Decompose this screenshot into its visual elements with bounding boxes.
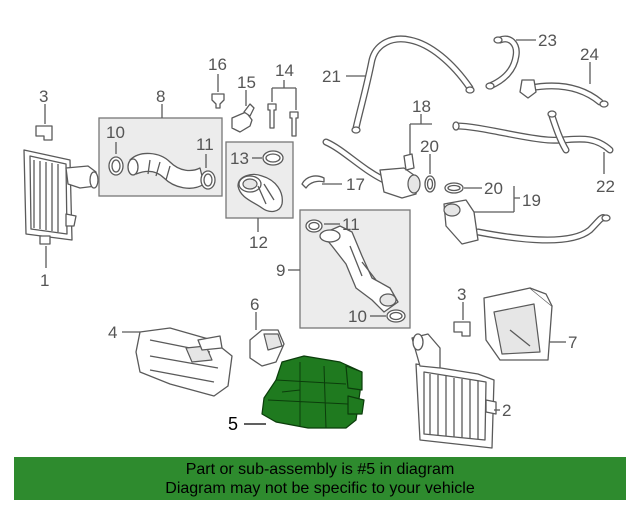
- callout-3b: 3: [457, 285, 466, 304]
- info-banner: Part or sub-assembly is #5 in diagram Di…: [14, 457, 626, 500]
- part-21-hose[interactable]: [351, 35, 475, 134]
- part-18-pipe-assembly[interactable]: [322, 138, 421, 199]
- part-17-pipe-clip[interactable]: [301, 175, 325, 189]
- callout-14: 14: [275, 61, 294, 80]
- leader-18: [409, 114, 432, 154]
- part-15-sensor[interactable]: [231, 103, 255, 133]
- callout-3a: 3: [39, 87, 48, 106]
- callout-1: 1: [40, 271, 49, 290]
- callout-17: 17: [346, 175, 365, 194]
- part-8-hose[interactable]: [127, 152, 205, 189]
- callout-23: 23: [538, 31, 557, 50]
- part-1-intercooler-left[interactable]: [23, 149, 99, 245]
- part-10-ring-b[interactable]: [386, 309, 406, 323]
- part-19-pipe-assembly[interactable]: [443, 199, 611, 245]
- callout-16: 16: [208, 55, 227, 74]
- callout-11b: 11: [342, 215, 360, 234]
- callout-9: 9: [276, 261, 285, 280]
- part-16-valve[interactable]: [211, 93, 225, 109]
- part-20-ring-a[interactable]: [424, 175, 436, 193]
- part-14-bolts[interactable]: [267, 103, 299, 137]
- part-6-duct-piece[interactable]: [249, 329, 285, 367]
- part-23-hose[interactable]: [485, 35, 520, 90]
- part-9-charge-pipe[interactable]: [319, 225, 399, 313]
- part-12-hose-coupler[interactable]: [237, 173, 283, 213]
- callout-21: 21: [322, 67, 341, 86]
- callout-11a: 11: [196, 135, 214, 154]
- part-4-air-duct[interactable]: [135, 327, 233, 397]
- callout-13: 13: [230, 149, 249, 168]
- callout-2: 2: [502, 401, 511, 420]
- banner-line-2: Diagram may not be specific to your vehi…: [165, 480, 475, 497]
- callout-15: 15: [237, 73, 256, 92]
- part-11-ring-a[interactable]: [200, 170, 216, 190]
- callout-20b: 20: [484, 179, 503, 198]
- part-3-bracket-left[interactable]: [35, 125, 53, 141]
- part-13-ring[interactable]: [262, 150, 284, 166]
- part-7-air-box[interactable]: [483, 287, 553, 361]
- callout-24: 24: [580, 45, 599, 64]
- part-24-hose[interactable]: [519, 79, 609, 108]
- callout-5: 5: [228, 414, 238, 434]
- part-22-hose[interactable]: [452, 110, 614, 154]
- callout-7: 7: [568, 333, 577, 352]
- exploded-parts-diagram: 1 3 8 10 11 12 13 14: [23, 31, 615, 449]
- callout-12: 12: [249, 233, 268, 252]
- part-20-ring-b[interactable]: [444, 182, 464, 194]
- callout-19: 19: [522, 191, 541, 210]
- callout-8: 8: [156, 87, 165, 106]
- part-2-intercooler-right[interactable]: [411, 333, 497, 449]
- banner-line-1: Part or sub-assembly is #5 in diagram: [185, 461, 455, 478]
- part-3-bracket-right[interactable]: [453, 321, 471, 337]
- callout-10a: 10: [106, 123, 125, 142]
- part-11-ring-b[interactable]: [305, 219, 323, 233]
- leader-14: [271, 80, 297, 110]
- callout-22: 22: [596, 177, 615, 196]
- callout-18: 18: [412, 97, 431, 116]
- callout-4: 4: [108, 323, 117, 342]
- part-10-ring-a[interactable]: [108, 156, 124, 176]
- part-5-air-guide-highlighted[interactable]: [261, 355, 365, 429]
- callout-10b: 10: [348, 307, 367, 326]
- callout-6: 6: [250, 295, 259, 314]
- leader-19: [474, 186, 520, 213]
- callout-20a: 20: [420, 137, 439, 156]
